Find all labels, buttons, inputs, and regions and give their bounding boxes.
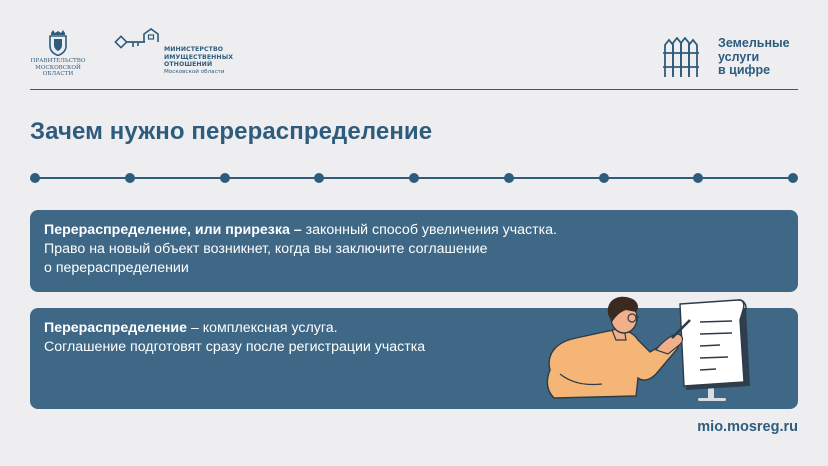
person-signing-document-icon	[546, 296, 750, 401]
brand-logo: Земельные услуги в цифре	[663, 36, 790, 78]
timeline-dot	[693, 173, 704, 183]
timeline-dot	[598, 173, 609, 183]
header-divider	[30, 89, 798, 90]
card-2-line-1: Перераспределение – комплексная услуга.	[44, 319, 784, 338]
footer-url[interactable]: mio.mosreg.ru	[697, 419, 798, 435]
card-1-line-3: о перераспределении	[44, 260, 189, 276]
card-1-rest: законный способ увеличения участка.	[305, 222, 557, 238]
ministry-logo-line-2: ИМУЩЕСТВЕННЫХ	[164, 53, 234, 61]
timeline-dot	[503, 173, 514, 183]
timeline-dot	[409, 173, 419, 183]
key-house-icon	[114, 28, 159, 49]
ministry-logo-line-3: ОТНОШЕНИЙ	[164, 61, 213, 69]
timeline-dot	[314, 173, 325, 183]
coat-of-arms-icon	[49, 30, 67, 56]
timeline-dot	[788, 173, 798, 183]
header: ПРАВИТЕЛЬСТВО МОСКОВСКОЙ ОБЛАСТИ МИНИСТЕ…	[0, 0, 828, 90]
card-2-rest: – комплексная услуга.	[187, 320, 338, 336]
fence-icon	[663, 37, 699, 77]
page-title: Зачем нужно перераспределение	[30, 118, 433, 145]
brand-line-2: услуги	[718, 49, 760, 64]
ministry-logo-sub: Московской области	[164, 68, 225, 75]
info-card-redistribution: Перераспределение, или прирезка – законн…	[30, 210, 798, 292]
timeline	[30, 172, 798, 184]
timeline-dot	[219, 173, 230, 183]
info-card-complex-service: Перераспределение – комплексная услуга. …	[30, 308, 798, 409]
gov-logo-line-2: МОСКОВСКОЙ	[35, 64, 81, 71]
ministry-logo: МИНИСТЕРСТВО ИМУЩЕСТВЕННЫХ ОТНОШЕНИЙ Мос…	[113, 28, 233, 76]
gov-logo-line-3: ОБЛАСТИ	[42, 71, 74, 78]
card-1-line-1: Перераспределение, или прирезка – законн…	[44, 221, 784, 240]
brand-line-3: в цифре	[718, 63, 771, 77]
brand-line-1: Земельные	[718, 36, 790, 50]
timeline-dot	[124, 173, 135, 183]
government-logo: ПРАВИТЕЛЬСТВО МОСКОВСКОЙ ОБЛАСТИ	[28, 30, 88, 78]
card-1-bold: Перераспределение, или прирезка –	[44, 222, 306, 238]
ministry-logo-line-1: МИНИСТЕРСТВО	[164, 46, 224, 53]
card-2-bold: Перераспределение	[44, 320, 188, 336]
card-1-line-2: Право на новый объект возникнет, когда в…	[44, 241, 488, 257]
card-2-line-2: Соглашение подготовят сразу после регист…	[44, 339, 426, 355]
timeline-dot	[30, 173, 40, 183]
gov-logo-line-1: ПРАВИТЕЛЬСТВО	[30, 58, 86, 64]
